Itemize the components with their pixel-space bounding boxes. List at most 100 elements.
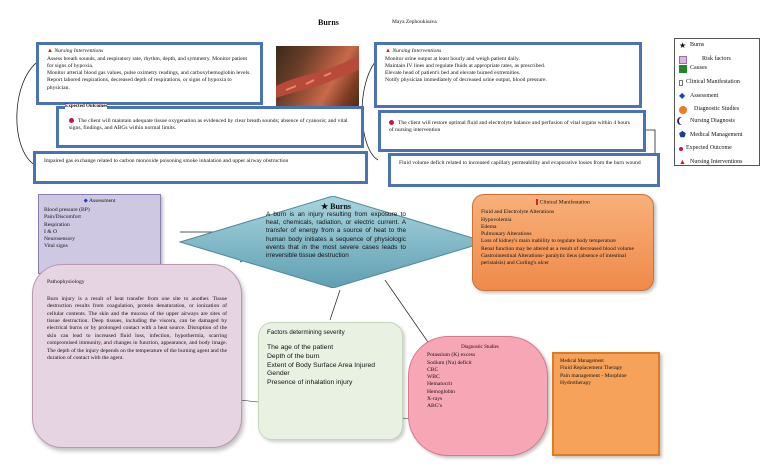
diamond-icon: ◆ — [83, 198, 88, 204]
list-item: Report labored respirations, decreased d… — [47, 77, 232, 91]
list-item: Monitor arterial blood gas values, pulse… — [47, 70, 251, 77]
list-item: Respiration — [44, 221, 70, 228]
list-item: Pain/Discomfort — [44, 214, 81, 221]
list-item: ABG's — [427, 403, 442, 410]
square-icon — [679, 65, 687, 73]
severity-list: The age of the patient Depth of the burn… — [267, 344, 394, 388]
list-item: Potassium (K) excess — [427, 352, 476, 359]
expected-outcome-text: The client will maintain adequate tissue… — [69, 118, 348, 131]
diagnostic-studies-box: Diagnostic Studies Potassium (K) excess … — [408, 336, 548, 456]
pathophysiology-box: Pathophysiology Burn injury is a result … — [32, 264, 242, 448]
expected-outcome-heading: Expected Outcomes — [65, 104, 108, 111]
list-item: The age of the patient — [267, 344, 334, 351]
list-item: Edema — [481, 223, 497, 230]
nursing-diagnosis-box-left: Impaired gas exchange related to carbon … — [33, 151, 368, 184]
list-item: Monitor urine output at least hourly and… — [385, 55, 520, 62]
legend-item: ★Burns — [679, 41, 705, 50]
list-item: Notify physician immediately of decrease… — [385, 77, 547, 84]
list-item: I & O — [44, 228, 58, 235]
list-item: Maintain IV lines and regulate fluids at… — [385, 62, 546, 69]
legend-item: ⬟Medical Management — [679, 130, 743, 140]
clinical-list: Fluid and Electrolyte Alterations Hypovo… — [481, 209, 645, 267]
assessment-box: ◆ Assessment Blood pressure (BP) Pain/Di… — [38, 194, 161, 274]
list-item: Hematocrit — [427, 381, 453, 388]
interventions-heading: Nursing Interventions — [54, 48, 104, 54]
nursing-diagnosis-text: Fluid volume deficit related to increase… — [399, 160, 641, 166]
legend-item: Clinical Manifestation — [679, 79, 755, 86]
arm-shape — [276, 56, 359, 98]
list-item: Depth of the burn — [267, 352, 320, 360]
interventions-heading: Nursing Interventions — [392, 48, 442, 54]
list-item: Elevate head of patient's bed and elevat… — [385, 70, 521, 77]
assessment-list: Blood pressure (BP) Pain/Discomfort Resp… — [44, 207, 155, 251]
square-icon — [679, 79, 683, 86]
list-item: Gastrointestinal Alterations- paralytic … — [481, 252, 627, 267]
expected-outcome-box-left: Expected Outcomes The client will mainta… — [56, 104, 364, 148]
legend-item: Causes — [679, 65, 755, 73]
dot-icon — [679, 146, 683, 151]
legend-item: ◆Assessment — [679, 91, 719, 101]
list-item: Extent of Body Surface Area Injured — [267, 361, 376, 369]
legend-item: Expected Outcome — [679, 145, 755, 152]
list-item: Hypovolemia — [481, 216, 512, 223]
severity-box: Factors determining severity The age of … — [258, 322, 403, 440]
burned-arm-image — [276, 46, 359, 108]
list-item: Presence of inhalation injury — [267, 379, 353, 387]
star-icon: ★ — [320, 202, 329, 211]
triangle-icon: ▲ — [47, 48, 53, 54]
list-item: Vital signs — [44, 243, 68, 250]
nursing-diagnosis-text: Impaired gas exchange related to carbon … — [44, 158, 289, 164]
dot-icon — [69, 118, 74, 124]
nursing-interventions-box-left: ▲ Nursing Interventions Assess breath so… — [36, 42, 263, 105]
list-item: Renal function may be altered as a resul… — [481, 245, 634, 252]
list-item: Hydrotherapy — [560, 379, 592, 386]
list-item: Pulmonary Alterations — [481, 231, 532, 238]
dot-icon — [389, 120, 394, 126]
legend-item: Nursing Diagnosis — [679, 117, 755, 125]
list-item: CBC — [427, 366, 439, 373]
nursing-diagnosis-box-right: Fluid volume deficit related to increase… — [388, 153, 660, 187]
star-icon: ★ — [679, 41, 687, 50]
expected-outcome-text: The client will restore optimal fluid an… — [389, 120, 630, 133]
diamond-icon: ◆ — [679, 91, 686, 101]
author-label: Maya Zephoukisava — [392, 19, 437, 25]
clinical-heading: Clinical Manifestation — [539, 199, 590, 206]
list-item: Sodium (Na) deficit — [427, 359, 472, 366]
severity-heading: Factors determining severity — [267, 329, 345, 336]
expected-outcome-box-right: The client will restore optimal fluid an… — [378, 110, 646, 152]
pathophysiology-text: Burn injury is a result of heat transfer… — [47, 295, 227, 361]
legend-item: Diagnostic Studies — [679, 106, 755, 115]
list-item: Assess breath sounds, and respiratory ra… — [47, 55, 248, 69]
circle-icon — [679, 106, 687, 115]
diagnostic-heading: Diagnostic Studies — [461, 345, 499, 350]
clinical-manifestation-box: Clinical Manifestation Fluid and Electro… — [472, 194, 654, 291]
crescent-icon — [679, 117, 687, 125]
interventions-list: Monitor urine output at least hourly and… — [385, 56, 631, 85]
triangle-icon: ▲ — [385, 48, 391, 54]
list-item: Hemoglobin — [427, 388, 455, 395]
legend-item: ▲Nursing Interventions — [679, 158, 743, 167]
assessment-heading: Assessment — [88, 198, 116, 204]
center-title: Burns — [330, 202, 352, 211]
square-icon — [536, 199, 539, 205]
legend-panel: ★Burns Risk factors Causes Clinical Mani… — [674, 38, 760, 166]
list-item: Pain management - Morphine — [560, 372, 627, 379]
diagnostic-list: Potassium (K) excess Sodium (Na) deficit… — [427, 352, 533, 410]
medical-management-box: Medical Management Fluid Replacement The… — [552, 352, 660, 456]
center-diamond — [178, 196, 488, 288]
triangle-icon: ▲ — [679, 158, 686, 167]
center-text-block: ★ Burns A burn is an injury resulting fr… — [266, 202, 406, 286]
center-definition: A burn is an injury resulting from expos… — [266, 211, 406, 259]
nursing-interventions-box-right: ▲ Nursing Interventions Monitor urine ou… — [374, 42, 642, 108]
medical-list: Fluid Replacement Therapy Pain managemen… — [560, 365, 652, 387]
list-item: WBC — [427, 374, 440, 381]
interventions-list: Assess breath sounds, and respiratory ra… — [47, 56, 252, 92]
medical-heading: Medical Management — [560, 359, 604, 364]
list-item: Gender — [267, 370, 290, 378]
list-item: Neurosensory — [44, 236, 76, 243]
list-item: Fluid and Electrolyte Alterations — [481, 209, 555, 216]
house-icon: ⬟ — [679, 130, 686, 140]
list-item: Blood pressure (BP) — [44, 206, 90, 213]
square-icon — [679, 56, 687, 64]
pathophysiology-heading: Pathophysiology — [47, 279, 85, 285]
